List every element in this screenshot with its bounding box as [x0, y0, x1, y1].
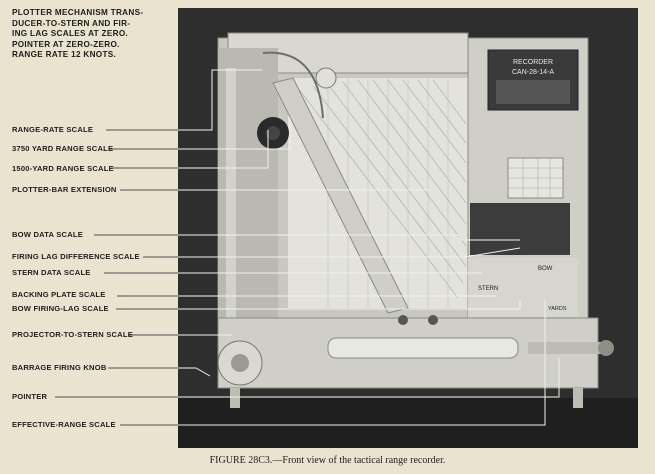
stern-label: STERN: [478, 286, 498, 292]
callout-3750-yard-range-scale: 3750 YARD RANGE SCALE: [12, 144, 114, 153]
header-note-line: ING LAG SCALES AT ZERO.: [12, 29, 129, 39]
recorder-photograph: RECORDER CAN-28-14-A STERN BOW YARDS: [178, 8, 638, 448]
header-note-line: RANGE RATE 12 KNOTS.: [12, 50, 117, 60]
callout-projector-to-stern-scale: PROJECTOR-TO-STERN SCALE: [12, 330, 133, 339]
callout-barrage-firing-knob: BARRAGE FIRING KNOB: [12, 363, 107, 372]
callout-bow-firing-lag-scale: BOW FIRING-LAG SCALE: [12, 304, 109, 313]
callout-stern-data-scale: STERN DATA SCALE: [12, 268, 91, 277]
callout-pointer: POINTER: [12, 392, 48, 401]
header-note-line: DUCER-TO-STERN AND FIR-: [12, 18, 131, 28]
callout-plotter-bar-extension: PLOTTER-BAR EXTENSION: [12, 185, 117, 194]
header-note-line: PLOTTER MECHANISM TRANS-: [12, 8, 144, 17]
header-note: PLOTTER MECHANISM TRANS- DUCER-TO-STERN …: [12, 8, 182, 61]
callout-backing-plate-scale: BACKING PLATE SCALE: [12, 290, 106, 299]
callout-effective-range-scale: EFFECTIVE-RANGE SCALE: [12, 420, 116, 429]
yards-label: YARDS: [548, 306, 567, 312]
nameplate-line-2: CAN-28-14-A: [512, 69, 554, 76]
callout-bow-data-scale: BOW DATA SCALE: [12, 230, 83, 239]
callout-firing-lag-difference-scale: FIRING LAG DIFFERENCE SCALE: [12, 252, 140, 261]
figure-caption: FIGURE 28C3.—Front view of the tactical …: [209, 455, 446, 466]
callout-1500-yard-range-scale: 1500-YARD RANGE SCALE: [12, 164, 114, 173]
bow-label: BOW: [538, 266, 553, 272]
nameplate-line-1: RECORDER: [513, 59, 553, 66]
callout-range-rate-scale: RANGE-RATE SCALE: [12, 125, 94, 134]
header-note-line: POINTER AT ZERO-ZERO.: [12, 39, 120, 49]
recorder-illustration: RECORDER CAN-28-14-A STERN BOW YARDS: [178, 8, 638, 448]
